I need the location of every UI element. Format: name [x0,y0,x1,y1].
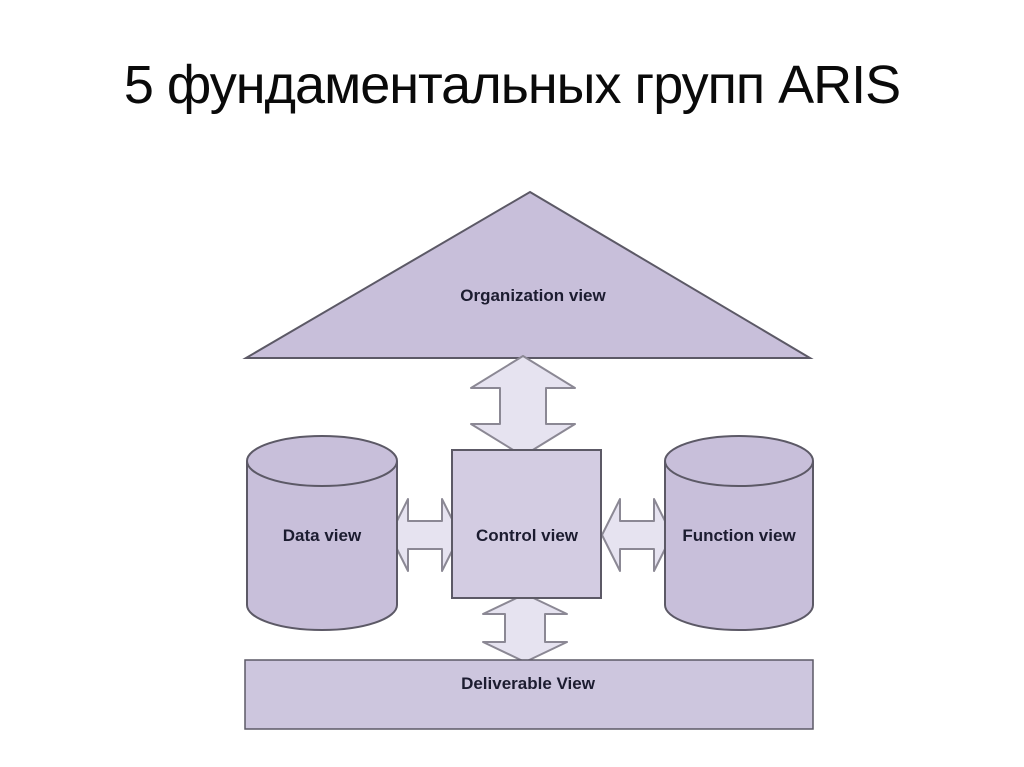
deliverable-view-label: Deliverable View [461,674,595,693]
function-cylinder-body [664,461,814,631]
organization-view-label: Organization view [460,286,606,305]
control-function-arrow [601,498,673,572]
organization-control-arrow [470,355,576,457]
data-cylinder-top [246,435,398,487]
data-cylinder-body [246,461,398,631]
deliverable-bar-shape [244,659,814,730]
data-view-label: Data view [282,526,362,545]
data-control-arrow [389,498,461,572]
function-view-label: Function view [682,526,796,545]
control-view-label: Control view [475,526,579,545]
control-deliverable-arrow [482,593,568,663]
organization-triangle-shape [242,190,814,359]
function-cylinder-top [664,435,814,487]
control-square-shape [451,449,602,599]
slide-title: 5 фундаментальных групп ARIS [123,55,901,115]
